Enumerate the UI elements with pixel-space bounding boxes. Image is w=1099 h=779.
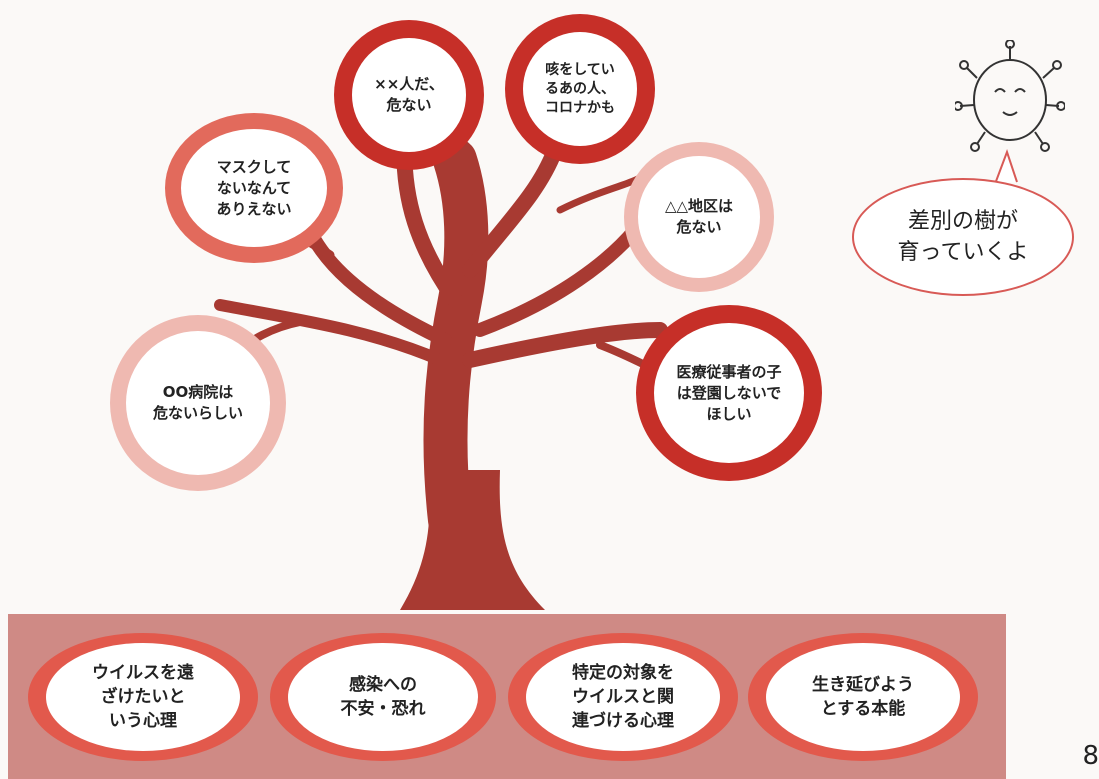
- leaf-text: マスクして ないなんて ありえない: [181, 129, 327, 247]
- leaf-bubble-cough: 咳をしてい るあの人、 コロナかも: [505, 14, 655, 164]
- leaf-bubble-district: △△地区は 危ない: [624, 142, 774, 292]
- speech-bubble-tail: [994, 149, 1018, 185]
- leaf-bubble-xx-person: ××人だ、 危ない: [334, 20, 484, 170]
- root-text: 特定の対象を ウイルスと関 連づける心理: [526, 643, 720, 751]
- leaf-text: OO病院は 危ないらしい: [126, 331, 270, 475]
- page-number: 8: [1082, 741, 1099, 771]
- root-text: 感染への 不安・恐れ: [288, 643, 478, 751]
- root-oval-associate: 特定の対象を ウイルスと関 連づける心理: [508, 633, 738, 761]
- speech-bubble: 差別の樹が 育っていくよ: [852, 178, 1074, 296]
- leaf-bubble-hospital: OO病院は 危ないらしい: [110, 315, 286, 491]
- leaf-text: △△地区は 危ない: [638, 156, 760, 278]
- leaf-text: 医療従事者の子 は登園しないで ほしい: [654, 323, 804, 463]
- root-text: ウイルスを遠 ざけたいと いう心理: [46, 643, 240, 751]
- leaf-bubble-mask: マスクして ないなんて ありえない: [165, 113, 343, 263]
- root-oval-survive: 生き延びよう とする本能: [748, 633, 978, 761]
- leaf-bubble-medical-child: 医療従事者の子 は登園しないで ほしい: [636, 305, 822, 481]
- root-oval-fear: 感染への 不安・恐れ: [270, 633, 496, 761]
- leaf-text: ××人だ、 危ない: [352, 38, 466, 152]
- root-text: 生き延びよう とする本能: [766, 643, 960, 751]
- leaf-text: 咳をしてい るあの人、 コロナかも: [523, 32, 637, 146]
- root-oval-avoid: ウイルスを遠 ざけたいと いう心理: [28, 633, 258, 761]
- virus-character-icon: [955, 40, 1065, 152]
